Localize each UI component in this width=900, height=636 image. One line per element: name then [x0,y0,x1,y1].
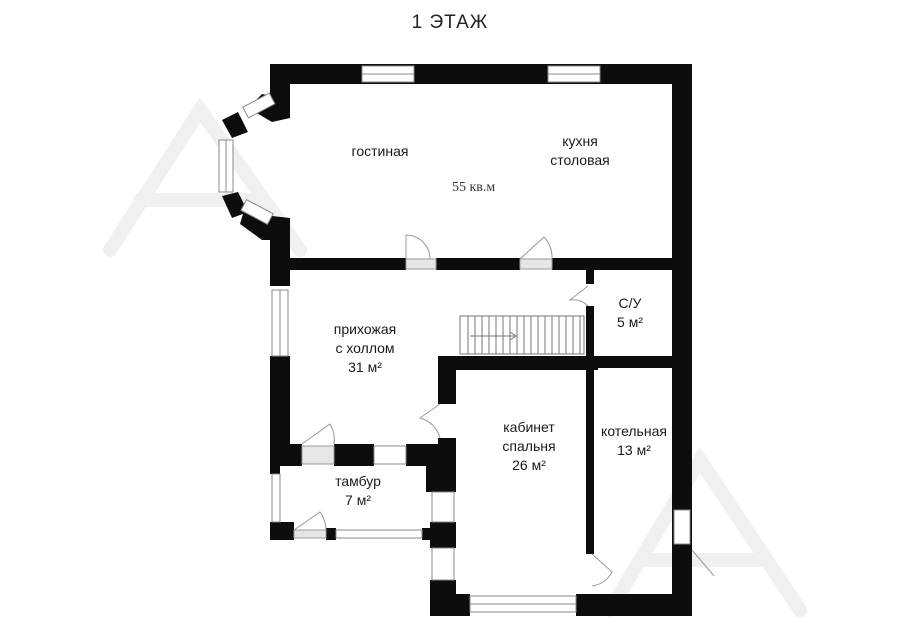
wall-bay-bottomleft [222,192,248,218]
room-hall-name-2: с холлом [335,340,395,356]
room-study-name-1: кабинет [503,419,555,435]
wall-hall-vest-3 [406,444,456,466]
window-hall-vest [373,445,407,465]
room-kitchen-label: кухня столовая [520,132,640,170]
room-wc-name: С/У [618,295,642,311]
room-kitchen-name-2: столовая [550,152,610,168]
room-study-label: кабинет спальня 26 м² [470,418,588,475]
room-vestibule-area: 7 м² [345,492,371,508]
window-vest-left [271,473,281,523]
room-boiler-name: котельная [601,423,667,439]
door-vest [293,511,327,531]
wall-left-mid [270,230,290,286]
floor-title: 1 ЭТАЖ [411,12,489,33]
wall-wc-bottom [590,356,672,368]
doors [293,234,715,587]
wall-wc-left2 [586,306,594,358]
window-bay-3 [240,198,274,226]
room-study-name-2: спальня [502,438,556,454]
room-hall-label: прихожая с холлом 31 м² [305,320,425,377]
room-hall-name-1: прихожая [333,321,397,337]
wall-living-hall [290,258,406,270]
wall-hall-vest-1 [270,444,302,466]
door-boiler [591,553,613,587]
room-common-area: 55 кв.м [452,180,496,195]
wall-boiler-door [680,544,692,550]
room-living-label: гостиная [320,142,440,161]
wall-study-top [438,356,598,370]
room-boiler-area: 13 м² [617,442,651,458]
room-vestibule-label: тамбур 7 м² [310,472,406,510]
window-vest-bottom [335,529,423,539]
wall-vest-bottom-r [422,528,456,540]
window-bay-1 [242,92,276,119]
window-boiler-right [673,509,691,545]
wall-vest-left-top [270,466,280,474]
wall-right [672,64,692,610]
stairs [459,315,585,355]
room-hall-area: 31 м² [348,359,382,375]
wall-vest-right [426,466,438,492]
wall-study-boiler [586,370,594,554]
wall-vest-bottom [326,528,336,540]
wall-left-upper [270,64,290,100]
room-wc-label: С/У 5 м² [598,294,662,332]
wall-left-lower [270,356,290,466]
room-kitchen-name-1: кухня [562,133,598,149]
window-study-left2 [431,547,455,581]
wall-living-hall-right [552,258,672,270]
wall-hall-vest-2 [334,444,374,466]
room-wc-area: 5 м² [617,314,643,330]
room-living-name: гостиная [351,143,409,159]
room-study-area: 26 м² [512,457,546,473]
wall-top [270,64,692,84]
door-study [418,403,441,439]
wall-wc-left [586,270,594,284]
door-living-1 [405,258,437,270]
wall-vest-left-bottom [270,522,294,540]
room-vestibule-name: тамбур [335,473,381,489]
wall-living-hall-mid [436,258,520,270]
door-boiler-ext [691,549,715,577]
wall-bay-topleft [222,112,248,138]
door-living-2 [519,258,553,270]
windows [218,65,691,613]
room-boiler-label: котельная 13 м² [594,422,674,460]
door-hall-vest [301,423,335,445]
door-wc [568,285,589,307]
wall-bottom-2 [576,594,692,616]
window-study-left [431,491,455,523]
wall-study-left [438,356,456,404]
wall-bottom-1 [430,594,470,616]
